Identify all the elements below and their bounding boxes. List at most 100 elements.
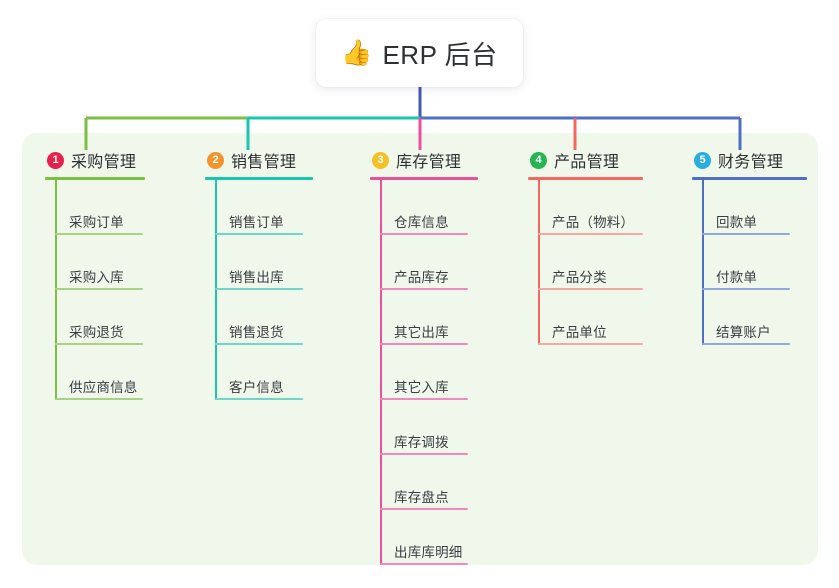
leaf-underline	[702, 343, 790, 345]
branch-underline-5	[692, 177, 807, 180]
leaf-underline	[215, 233, 303, 235]
branch-stem-1	[55, 180, 57, 400]
leaf-item[interactable]: 采购退货	[55, 290, 145, 345]
branch-underline-2	[205, 177, 313, 180]
leaf-label: 供应商信息	[69, 380, 138, 395]
branch-stem-4	[538, 180, 540, 345]
leaf-item[interactable]: 其它出库	[380, 290, 478, 345]
leaf-item[interactable]: 库存盘点	[380, 455, 478, 510]
branch-column-1: 1 采购管理采购订单采购入库采购退货供应商信息	[45, 148, 145, 400]
branch-item-list-1: 采购订单采购入库采购退货供应商信息	[45, 180, 145, 400]
leaf-label: 产品单位	[552, 325, 607, 340]
leaf-label: 销售订单	[229, 215, 284, 230]
leaf-label: 产品（物料）	[552, 215, 635, 230]
branch-column-2: 2 销售管理销售订单销售出库销售退货客户信息	[205, 148, 313, 400]
leaf-underline	[380, 563, 468, 565]
leaf-item[interactable]: 其它入库	[380, 345, 478, 400]
branch-item-list-2: 销售订单销售出库销售退货客户信息	[205, 180, 313, 400]
branch-underline-1	[45, 177, 145, 180]
branch-badge-1: 1	[47, 151, 64, 169]
leaf-underline	[380, 288, 468, 290]
leaf-label: 采购订单	[69, 215, 124, 230]
branch-badge-2: 2	[207, 151, 224, 169]
root-node[interactable]: 👍 ERP 后台	[316, 19, 523, 87]
leaf-underline	[380, 233, 468, 235]
leaf-label: 其它入库	[394, 380, 449, 395]
branch-title-1: 采购管理	[71, 154, 137, 171]
leaf-item[interactable]: 结算账户	[702, 290, 807, 345]
branch-underline-4	[528, 177, 643, 180]
branch-title-3: 库存管理	[396, 154, 462, 171]
leaf-label: 产品分类	[552, 270, 607, 285]
branch-badge-4: 4	[530, 151, 547, 169]
leaf-item[interactable]: 客户信息	[215, 345, 313, 400]
leaf-label: 仓库信息	[394, 215, 449, 230]
leaf-item[interactable]: 产品库存	[380, 235, 478, 290]
leaf-label: 客户信息	[229, 380, 284, 395]
branch-stem-3	[380, 180, 382, 565]
branch-header-2[interactable]: 2 销售管理	[205, 148, 313, 172]
branch-stem-5	[702, 180, 704, 345]
leaf-label: 结算账户	[716, 325, 771, 340]
root-title: ERP 后台	[382, 39, 498, 70]
branch-header-3[interactable]: 3 库存管理	[370, 148, 478, 172]
leaf-underline	[215, 398, 303, 400]
leaf-label: 库存盘点	[394, 490, 449, 505]
branch-column-3: 3 库存管理仓库信息产品库存其它出库其它入库库存调拨库存盘点出库库明细	[370, 148, 478, 565]
leaf-item[interactable]: 产品单位	[538, 290, 643, 345]
leaf-item[interactable]: 出库库明细	[380, 510, 478, 565]
thumbs-up-icon: 👍	[341, 38, 373, 67]
branch-title-4: 产品管理	[554, 154, 620, 171]
leaf-label: 销售退货	[229, 325, 284, 340]
leaf-item[interactable]: 销售订单	[215, 180, 313, 235]
branch-header-1[interactable]: 1 采购管理	[45, 148, 145, 172]
leaf-item[interactable]: 库存调拨	[380, 400, 478, 455]
leaf-label: 其它出库	[394, 325, 449, 340]
branch-title-5: 财务管理	[718, 154, 784, 171]
branches-panel	[22, 133, 818, 565]
branch-badge-3: 3	[372, 151, 389, 169]
leaf-underline	[380, 398, 468, 400]
branch-item-list-3: 仓库信息产品库存其它出库其它入库库存调拨库存盘点出库库明细	[370, 180, 478, 565]
leaf-item[interactable]: 产品分类	[538, 235, 643, 290]
branch-badge-5: 5	[694, 151, 711, 169]
leaf-label: 出库库明细	[394, 545, 463, 560]
leaf-item[interactable]: 销售出库	[215, 235, 313, 290]
leaf-underline	[55, 398, 143, 400]
leaf-underline	[215, 343, 303, 345]
leaf-label: 采购入库	[69, 270, 124, 285]
leaf-label: 产品库存	[394, 270, 449, 285]
leaf-item[interactable]: 回款单	[702, 180, 807, 235]
branch-underline-3	[370, 177, 478, 180]
leaf-underline	[215, 288, 303, 290]
leaf-underline	[380, 343, 468, 345]
leaf-underline	[538, 288, 643, 290]
branch-title-2: 销售管理	[231, 154, 297, 171]
branch-stem-2	[215, 180, 217, 400]
branch-item-list-4: 产品（物料） 产品分类产品单位	[528, 180, 643, 345]
leaf-item[interactable]: 采购入库	[55, 235, 145, 290]
leaf-underline	[55, 233, 143, 235]
leaf-item[interactable]: 采购订单	[55, 180, 145, 235]
leaf-label: 库存调拨	[394, 435, 449, 450]
leaf-underline	[55, 288, 143, 290]
leaf-item[interactable]: 销售退货	[215, 290, 313, 345]
branch-item-list-5: 回款单付款单结算账户	[692, 180, 807, 345]
leaf-underline	[380, 508, 468, 510]
leaf-label: 销售出库	[229, 270, 284, 285]
leaf-underline	[702, 233, 790, 235]
leaf-label: 付款单	[716, 270, 758, 285]
leaf-item[interactable]: 付款单	[702, 235, 807, 290]
leaf-label: 采购退货	[69, 325, 124, 340]
leaf-underline	[380, 453, 468, 455]
leaf-item[interactable]: 供应商信息	[55, 345, 145, 400]
branch-header-4[interactable]: 4 产品管理	[528, 148, 643, 172]
leaf-item[interactable]: 仓库信息	[380, 180, 478, 235]
branch-header-5[interactable]: 5 财务管理	[692, 148, 807, 172]
leaf-underline	[702, 288, 790, 290]
leaf-item[interactable]: 产品（物料）	[538, 180, 643, 235]
leaf-underline	[55, 343, 143, 345]
branch-column-5: 5 财务管理回款单付款单结算账户	[692, 148, 807, 345]
branch-column-4: 4 产品管理产品（物料） 产品分类产品单位	[528, 148, 643, 345]
